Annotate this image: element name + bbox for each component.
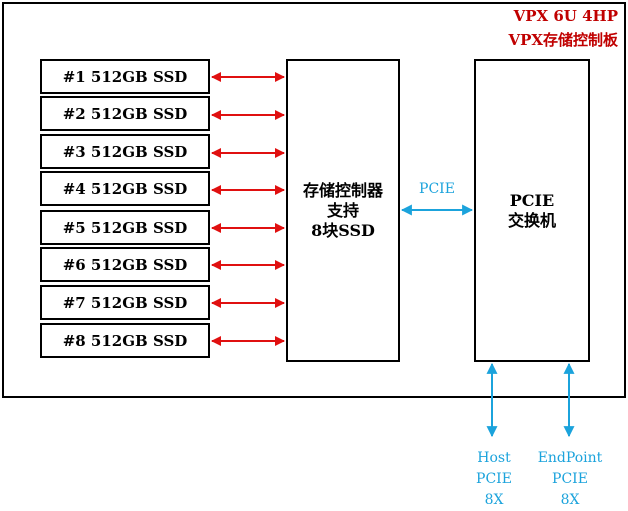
endpoint-line3: 8X xyxy=(560,492,580,508)
ssd-label: #8 512GB SSD xyxy=(62,331,188,350)
host-line3: 8X xyxy=(484,492,504,508)
endpoint-port-label: EndPoint PCIE 8X xyxy=(528,448,612,511)
board-title-line1: VPX 6U 4HP xyxy=(513,7,618,25)
controller-line1: 存储控制器 xyxy=(302,180,383,200)
ssd-block-3: #3 512GB SSD xyxy=(40,134,210,169)
host-port-label: Host PCIE 8X xyxy=(462,448,526,511)
ssd-block-2: #2 512GB SSD xyxy=(40,96,210,131)
storage-controller-block: 存储控制器 支持 8块SSD xyxy=(286,59,400,362)
ssd-label: #5 512GB SSD xyxy=(62,218,188,237)
ssd-block-7: #7 512GB SSD xyxy=(40,285,210,320)
ssd-block-5: #5 512GB SSD xyxy=(40,210,210,245)
endpoint-line2: PCIE xyxy=(552,471,588,487)
endpoint-line1: EndPoint xyxy=(537,450,603,466)
host-line1: Host xyxy=(477,450,511,466)
ssd-label: #4 512GB SSD xyxy=(62,179,188,198)
pcie-link-label: PCIE xyxy=(419,181,455,197)
controller-line3: 8块SSD xyxy=(311,220,375,240)
ssd-label: #6 512GB SSD xyxy=(62,255,188,274)
switch-line1: PCIE xyxy=(509,190,555,210)
switch-line2: 交换机 xyxy=(507,210,556,230)
vpx-board xyxy=(2,2,626,398)
ssd-block-8: #8 512GB SSD xyxy=(40,323,210,358)
host-line2: PCIE xyxy=(476,471,512,487)
ssd-block-6: #6 512GB SSD xyxy=(40,247,210,282)
pcie-switch-block: PCIE 交换机 xyxy=(474,59,590,362)
ssd-block-4: #4 512GB SSD xyxy=(40,171,210,206)
ssd-label: #1 512GB SSD xyxy=(62,67,188,86)
ssd-label: #2 512GB SSD xyxy=(62,104,188,123)
board-title-line2: VPX存储控制板 xyxy=(508,31,618,49)
ssd-block-1: #1 512GB SSD xyxy=(40,59,210,94)
ssd-label: #7 512GB SSD xyxy=(62,293,188,312)
controller-line2: 支持 xyxy=(326,200,359,220)
ssd-label: #3 512GB SSD xyxy=(62,142,188,161)
